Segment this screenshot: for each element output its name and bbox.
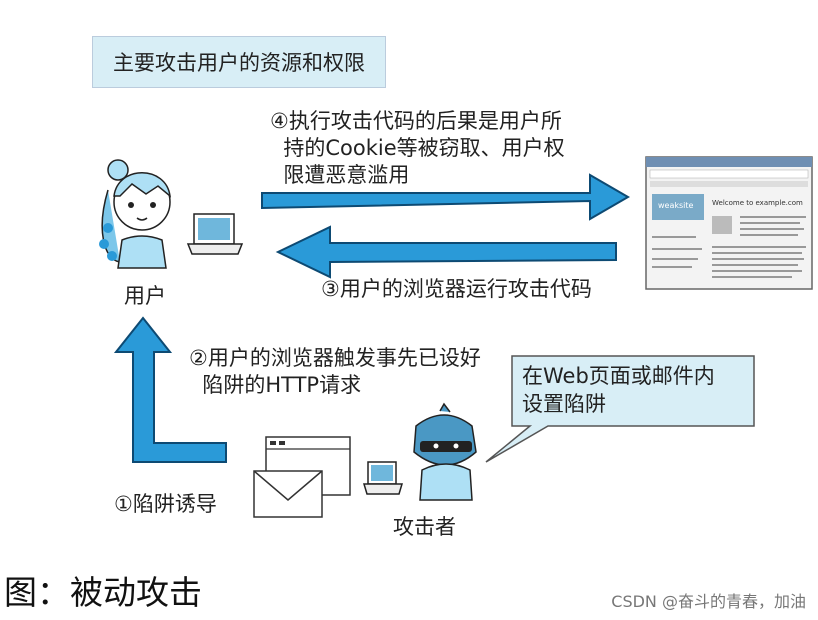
attacker-laptop-icon [362,461,404,495]
arrow-step1 [113,316,227,463]
browser-logo: weaksite [658,201,694,210]
arrow-step4 [261,173,630,221]
bubble-text: 在Web页面或邮件内 设置陷阱 [522,364,715,416]
figure-caption: 图：被动攻击 [4,573,202,612]
arrow-step3 [275,225,617,279]
trap-email-envelope-icon [253,470,323,518]
watermark: CSDN @奋斗的青春，加油 [611,592,806,611]
title-text: 主要攻击用户的资源和权限 [113,51,365,75]
attacker-label: 攻击者 [393,515,456,539]
speech-bubble [485,355,755,463]
user-label: 用户 [124,284,166,308]
step3-label: ③用户的浏览器运行攻击代码 [321,277,592,301]
step4-label: ④执行攻击代码的后果是用户所 持的Cookie等被窃取、用户权 限遭恶意滥用 [270,109,565,187]
title-box: 主要攻击用户的资源和权限 [92,36,386,88]
step1-label: ①陷阱诱导 [114,492,217,516]
laptop-icon [186,213,244,255]
browser-window [645,156,813,290]
browser-heading: Welcome to example.com [712,199,803,207]
step2-label: ②用户的浏览器触发事先已设好 陷阱的HTTP请求 [189,346,481,397]
user-character [99,159,171,269]
attacker-character [413,402,477,501]
